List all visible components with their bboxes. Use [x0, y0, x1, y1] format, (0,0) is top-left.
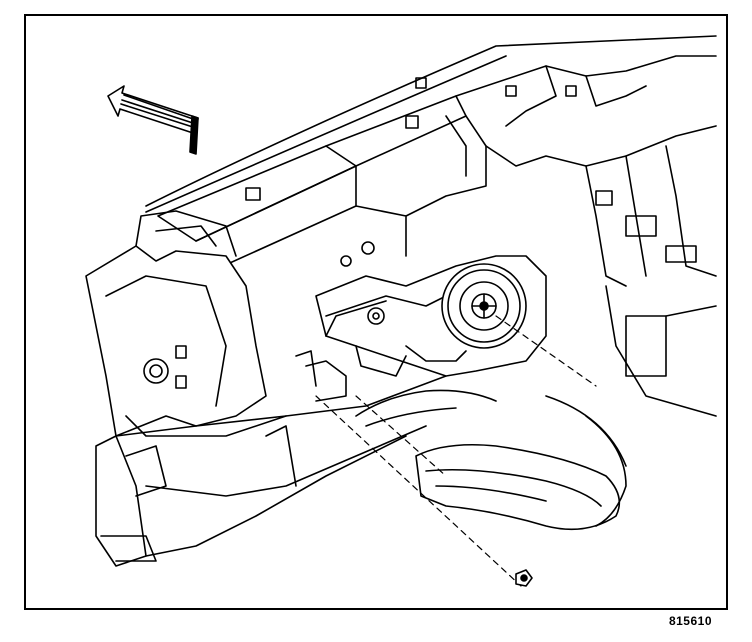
- instrument-panel-carrier: [145, 35, 717, 417]
- left-end-bracket: [85, 210, 287, 437]
- illustration-frame: [24, 14, 728, 610]
- instrument-panel-illustration: [85, 35, 717, 587]
- bolt-icon: [515, 569, 533, 587]
- retainer-clips: [245, 77, 613, 267]
- lower-support-structure: [95, 375, 447, 567]
- figure-number: 815610: [668, 614, 712, 628]
- knee-bolster-panel: [355, 389, 627, 531]
- fastener-guide-lines: [315, 315, 597, 587]
- steering-column-hub: [441, 263, 527, 349]
- direction-arrow-icon: [107, 85, 199, 155]
